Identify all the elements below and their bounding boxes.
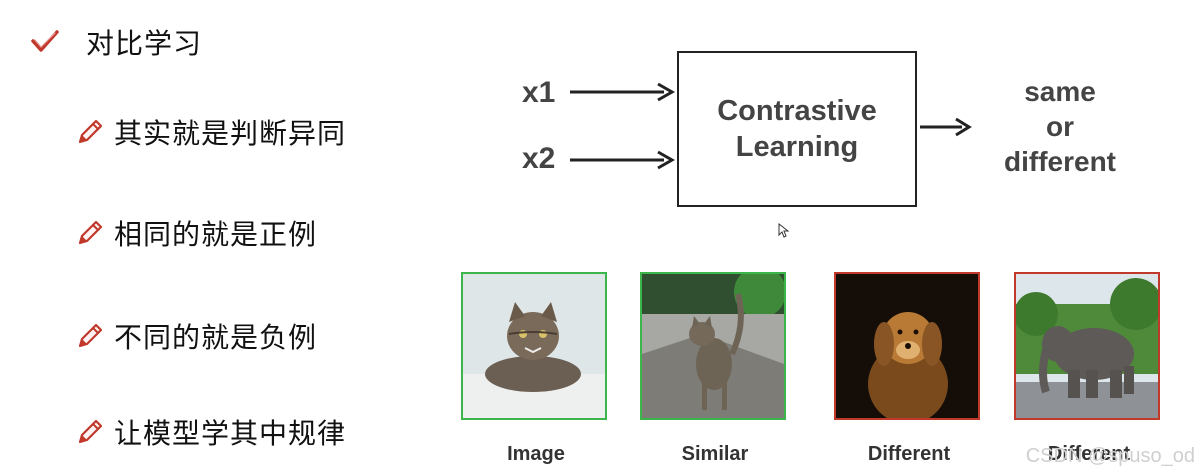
bullet-text: 相同的就是正例 <box>114 218 318 251</box>
slide-title: 对比学习 <box>86 27 203 60</box>
pencil-icon <box>74 320 106 352</box>
output-line1: same <box>1024 76 1096 107</box>
pencil-icon <box>74 217 106 249</box>
diagram-output: same or different <box>980 74 1140 179</box>
contrastive-learning-box: Contrastive Learning <box>677 51 917 207</box>
input-label-x1: x1 <box>522 76 556 109</box>
watermark-text: CSDN @spuso_od <box>1025 445 1195 467</box>
caption-different: Different <box>1047 443 1131 465</box>
image-thumbnail-anchor <box>461 272 607 420</box>
elephant-photo-icon <box>1016 274 1158 418</box>
bullet-text: 让模型学其中规律 <box>114 417 347 450</box>
output-line2: or <box>1046 111 1074 142</box>
pencil-icon <box>74 116 106 148</box>
output-line3: different <box>1004 146 1116 177</box>
slide-title-row: 对比学习 <box>30 22 202 62</box>
mouse-cursor-icon <box>778 223 790 238</box>
bullet-item: 让模型学其中规律 <box>74 412 346 452</box>
checkmark-icon <box>30 29 60 55</box>
arrow-right-icon <box>570 82 676 102</box>
bullet-text: 其实就是判断异同 <box>114 117 347 150</box>
image-thumbnail-different-dog <box>834 272 980 420</box>
cat-photo-icon <box>463 274 605 418</box>
input-label-x2: x2 <box>522 142 556 175</box>
box-label-line2: Learning <box>735 131 859 163</box>
caption-different: Different <box>867 443 951 465</box>
bullet-item: 相同的就是正例 <box>74 213 317 253</box>
dog-photo-icon <box>836 274 978 418</box>
image-thumbnail-different-elephant <box>1014 272 1160 420</box>
bullet-text: 不同的就是负例 <box>114 321 318 354</box>
cat-photo-icon <box>642 274 784 418</box>
bullet-item: 不同的就是负例 <box>74 316 317 356</box>
bullet-item: 其实就是判断异同 <box>74 112 346 152</box>
arrow-right-icon <box>570 150 676 170</box>
caption-similar: Similar <box>681 443 749 465</box>
caption-image: Image <box>507 443 565 465</box>
pencil-icon <box>74 416 106 448</box>
image-thumbnail-similar <box>640 272 786 420</box>
arrow-right-icon <box>920 117 972 137</box>
box-label-line1: Contrastive <box>717 95 877 127</box>
